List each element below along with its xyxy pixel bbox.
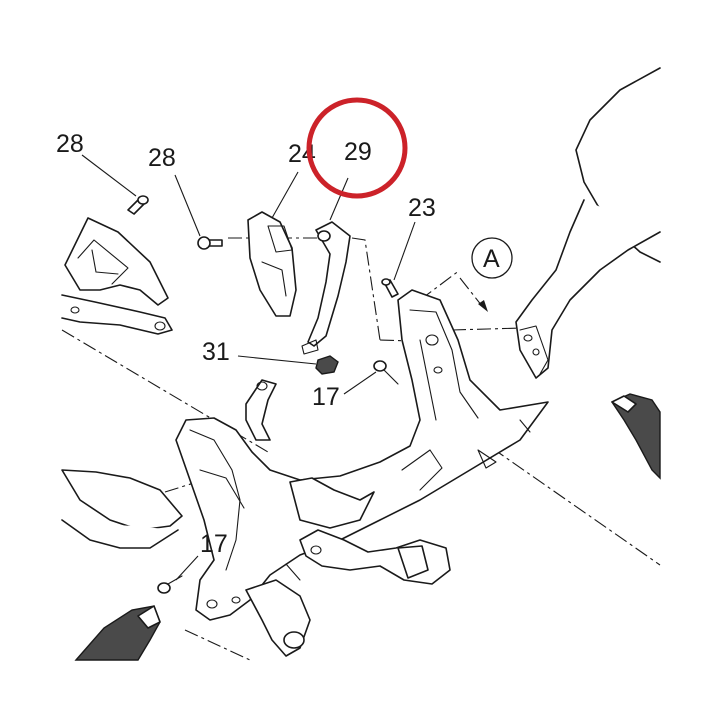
screw-28 (197, 236, 223, 250)
right-fairing-part (515, 67, 661, 379)
screw-17-lower (157, 575, 183, 594)
crop-edge-mask (40, 120, 56, 160)
part-24-cover (247, 211, 297, 317)
screw-17-upper (373, 360, 399, 385)
callout-31: 31 (202, 338, 230, 366)
view-a-circle (471, 237, 513, 279)
callout-29: 29 (344, 138, 372, 166)
screw-28-left (127, 195, 149, 215)
nut-31 (315, 355, 339, 375)
view-arrow-a (459, 277, 488, 312)
leader-lines (81, 154, 416, 581)
callout-a: A (483, 245, 500, 273)
main-frame (175, 289, 549, 657)
assembly-axis-lines (61, 237, 661, 661)
callout-17-upper: 17 (312, 383, 340, 411)
right-dark-part (610, 393, 661, 480)
left-bracket-part (61, 217, 173, 335)
left-lower-fairing-part (61, 469, 183, 549)
highlight-ring (306, 97, 408, 199)
part-29-bracket (301, 221, 351, 355)
bottom-left-dark-part (74, 605, 161, 661)
callout-28-cut: 28 (56, 130, 84, 158)
callout-28: 28 (148, 144, 176, 172)
callout-23: 23 (408, 194, 436, 222)
callout-17-lower: 17 (200, 530, 228, 558)
screw-23 (381, 278, 399, 298)
